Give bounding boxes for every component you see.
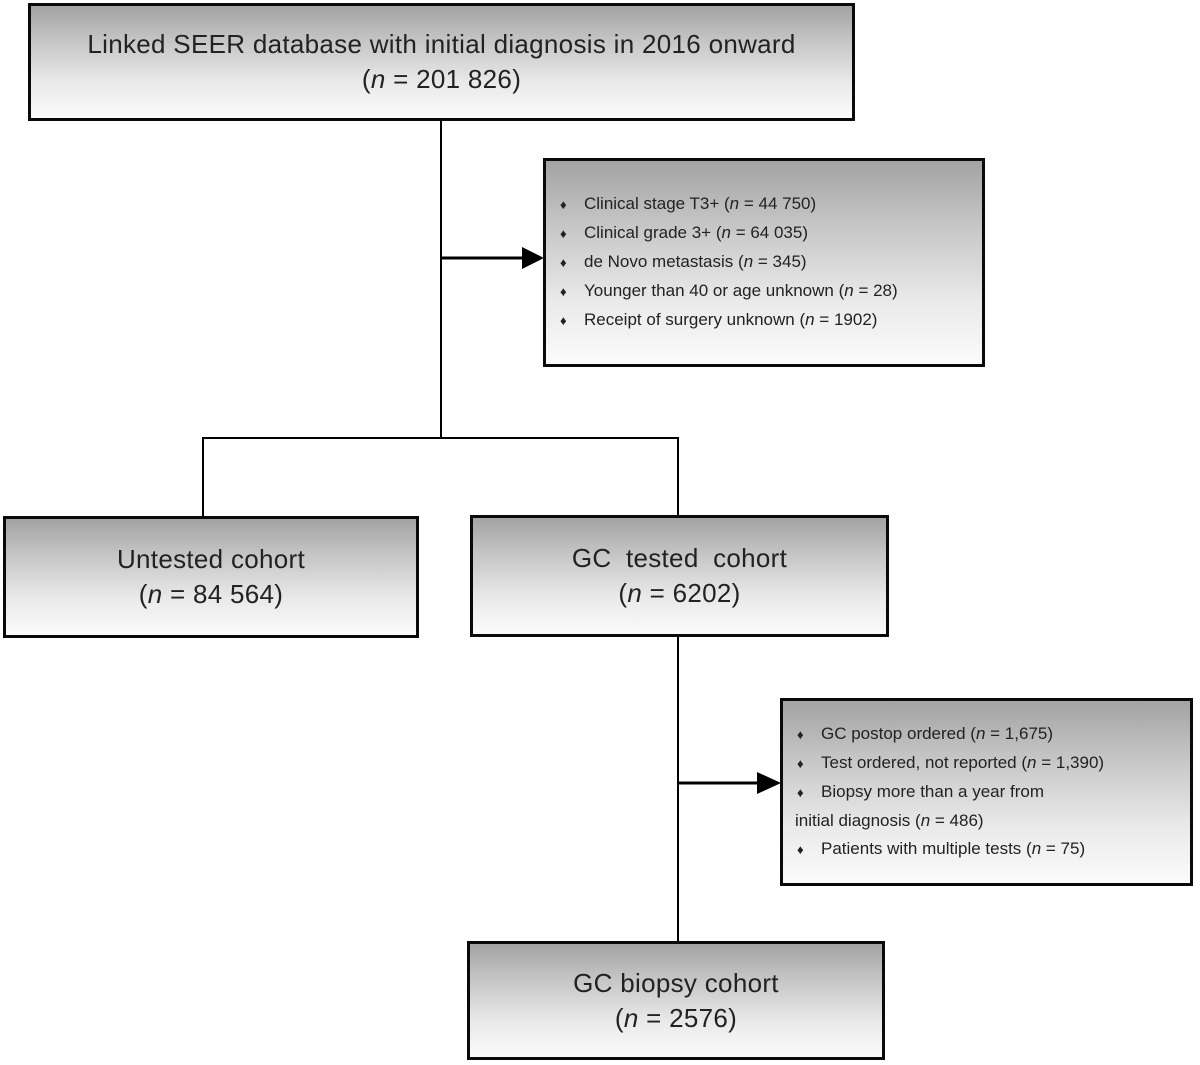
node-exclusions-tested: ♦ GC postop ordered (n = 1,675) ♦ Test o… — [780, 698, 1193, 886]
node-title: Untested cohort — [116, 544, 306, 574]
node-title: GC tested cohort — [571, 543, 788, 573]
diamond-bullet-icon: ♦ — [797, 842, 804, 857]
node-n-count: (n = 6202) — [618, 578, 741, 608]
node-n-count: (n = 201 826) — [361, 64, 522, 94]
exclusion-item: ♦ de Novo metastasis (n = 345) — [558, 248, 970, 277]
node-untested-cohort: Untested cohort (n = 84 564) — [3, 516, 419, 638]
exclusion-item: ♦ Clinical stage T3+ (n = 44 750) — [558, 190, 970, 219]
exclusion-item-text: initial diagnosis (n = 486) — [795, 811, 984, 830]
exclusion-item-text: Receipt of surgery unknown (n = 1902) — [584, 310, 878, 329]
node-gc-biopsy-cohort: GC biopsy cohort (n = 2576) — [467, 941, 885, 1060]
node-exclusions-initial: ♦ Clinical stage T3+ (n = 44 750) ♦ Clin… — [543, 158, 985, 367]
exclusion-item-text: Clinical stage T3+ (n = 44 750) — [584, 194, 817, 213]
exclusion-item: ♦ Younger than 40 or age unknown (n = 28… — [558, 277, 970, 306]
diamond-bullet-icon: ♦ — [560, 226, 567, 241]
exclusion-item: ♦ Receipt of surgery unknown (n = 1902) — [558, 306, 970, 335]
diamond-bullet-icon: ♦ — [560, 313, 567, 328]
exclusion-item-text: Patients with multiple tests (n = 75) — [821, 839, 1086, 858]
diamond-bullet-icon: ♦ — [560, 197, 567, 212]
node-source-population: Linked SEER database with initial diagno… — [28, 3, 855, 121]
node-n-count: (n = 2576) — [614, 1002, 738, 1033]
exclusion-item: ♦ Biopsy more than a year from — [795, 778, 1178, 807]
exclusion1-arrowhead-icon — [522, 247, 544, 269]
exclusion-item-text: Test ordered, not reported (n = 1,390) — [821, 753, 1105, 772]
node-gc-tested-cohort: GC tested cohort (n = 6202) — [470, 515, 889, 637]
diamond-bullet-icon: ♦ — [797, 727, 804, 742]
diamond-bullet-icon: ♦ — [560, 284, 567, 299]
node-title: Linked SEER database with initial diagno… — [87, 29, 796, 59]
exclusion2-arrowhead-icon — [757, 772, 781, 794]
diamond-bullet-icon: ♦ — [560, 255, 567, 270]
exclusion-item: ♦ Test ordered, not reported (n = 1,390) — [795, 749, 1178, 778]
diamond-bullet-icon: ♦ — [797, 756, 804, 771]
node-n-count: (n = 84 564) — [138, 579, 284, 609]
diamond-bullet-icon: ♦ — [797, 785, 804, 800]
exclusion-item-text: Biopsy more than a year from — [821, 782, 1044, 801]
exclusion-item-continuation: initial diagnosis (n = 486) — [795, 807, 1178, 835]
exclusion-item: ♦ Patients with multiple tests (n = 75) — [795, 835, 1178, 864]
exclusion-item: ♦ GC postop ordered (n = 1,675) — [795, 720, 1178, 749]
exclusion-item-text: Clinical grade 3+ (n = 64 035) — [584, 223, 808, 242]
exclusion-item-text: de Novo metastasis (n = 345) — [584, 252, 807, 271]
exclusion-item-text: GC postop ordered (n = 1,675) — [821, 724, 1054, 743]
exclusion-item-text: Younger than 40 or age unknown (n = 28) — [584, 281, 898, 300]
exclusion-item: ♦ Clinical grade 3+ (n = 64 035) — [558, 219, 970, 248]
node-title: GC biopsy cohort — [573, 967, 779, 998]
